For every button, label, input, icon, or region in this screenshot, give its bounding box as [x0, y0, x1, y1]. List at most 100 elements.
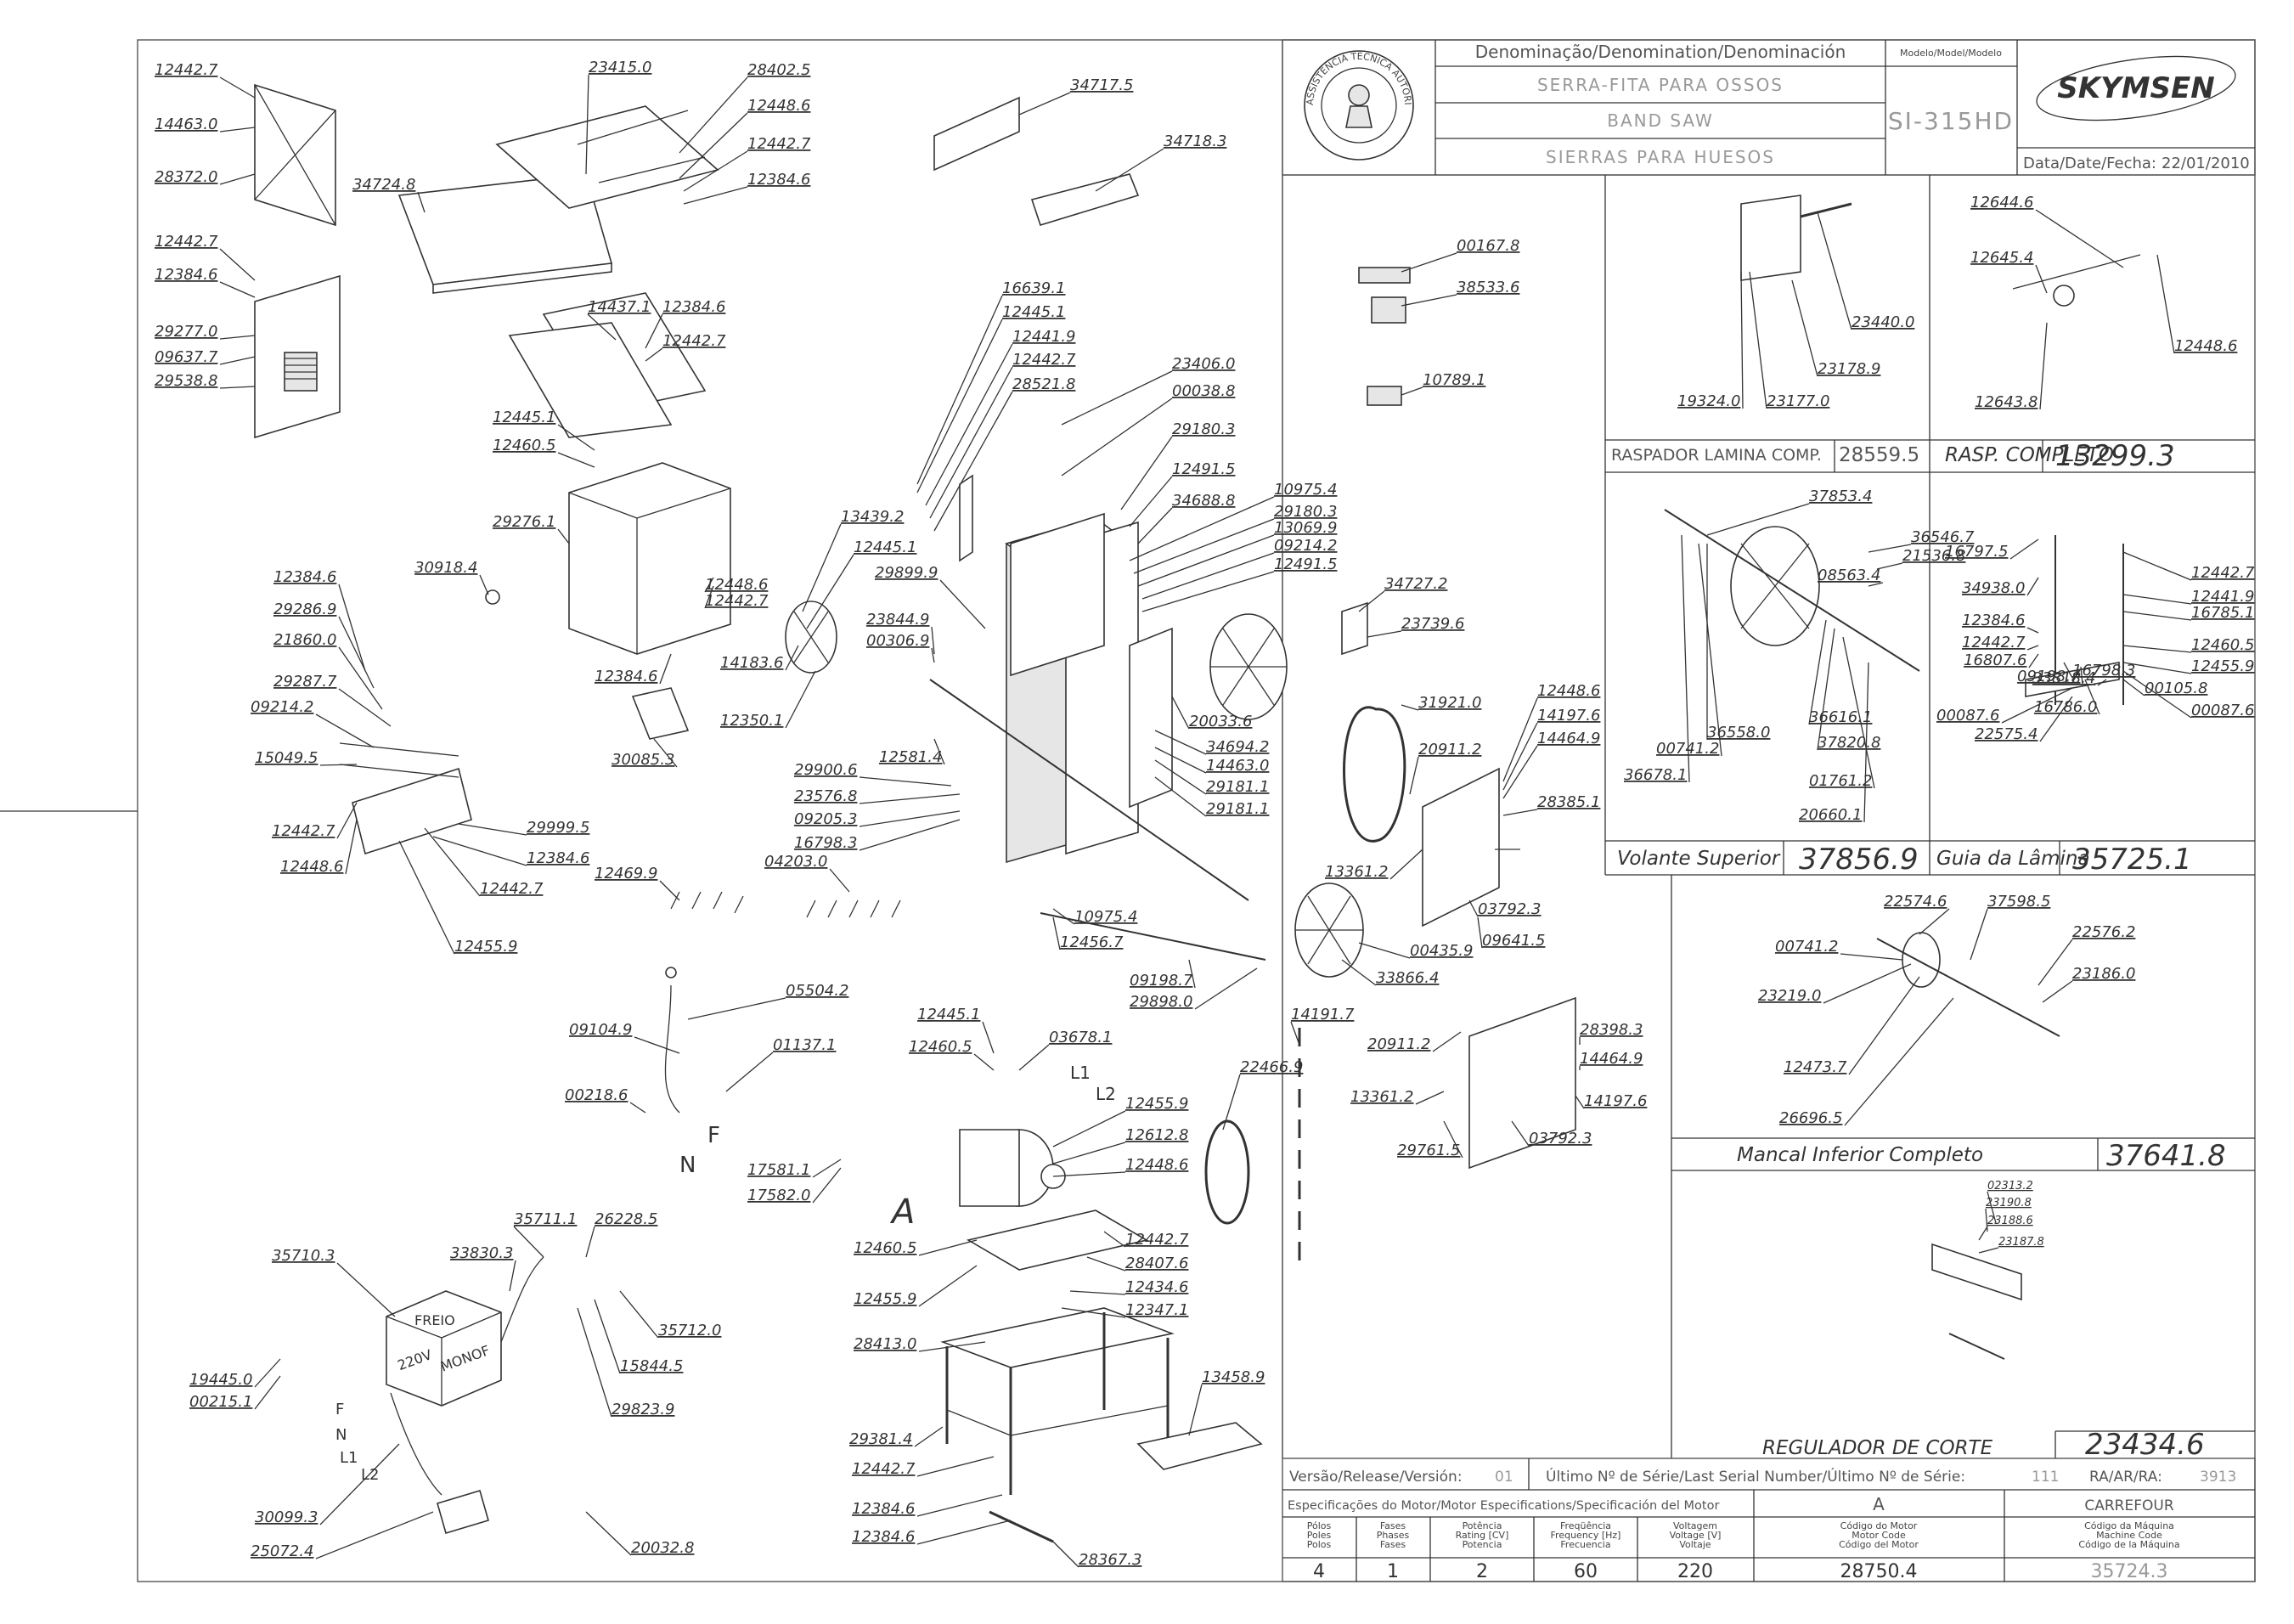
leader-line-74 — [1154, 759, 1207, 795]
name-pt: SERRA-FITA PARA OSSOS — [1537, 75, 1784, 95]
leader-line-86 — [1341, 959, 1377, 986]
ra-label: RA/AR/RA: — [2089, 1469, 2162, 1486]
part-label-3: 28372.0 — [155, 168, 217, 186]
leader-line-16 — [219, 386, 256, 389]
part-label-133: 15844.5 — [620, 1357, 683, 1375]
leader-line-100 — [1018, 1044, 1050, 1071]
leader-line-34 — [336, 802, 358, 839]
part-label-108: 14464.9 — [1580, 1050, 1643, 1068]
leader-line-46 — [1061, 398, 1173, 476]
leader-line-184 — [1844, 997, 1954, 1126]
part-label-49: 34688.8 — [1172, 492, 1235, 510]
leader-line-167 — [2097, 679, 2107, 686]
upper-small-wheel — [785, 601, 837, 674]
leader-line-35 — [345, 819, 358, 875]
leader-line-126 — [916, 1520, 1012, 1545]
leader-line-71 — [1171, 696, 1190, 730]
part-label-2: 14463.0 — [155, 116, 217, 133]
part-label-102: 12612.8 — [1125, 1126, 1188, 1144]
part-label-74: 29181.1 — [1206, 778, 1269, 796]
serial-value: 111 — [2032, 1469, 2059, 1486]
part-label-82: 13361.2 — [1325, 863, 1388, 881]
part-label-181: 23186.0 — [2072, 965, 2135, 983]
leader-line-85 — [1358, 942, 1411, 959]
belt-22466 — [1204, 1119, 1250, 1225]
part-label-92: 38533.6 — [1457, 279, 1519, 296]
leader-line-139 — [585, 1511, 632, 1556]
part-label-184: 26696.5 — [1779, 1109, 1842, 1127]
leader-line-4 — [585, 74, 589, 175]
leader-line-11 — [1095, 148, 1164, 192]
scraper-knob — [2053, 285, 2075, 307]
part-label-180: 22576.2 — [2072, 923, 2135, 941]
leader-line-2 — [219, 127, 256, 133]
part-label-160: 34938.0 — [1962, 579, 2025, 597]
part-label-119: 12434.6 — [1125, 1278, 1188, 1296]
part-label-131: 26228.5 — [595, 1210, 657, 1228]
part-label-52: 29899.9 — [875, 564, 938, 582]
part-label-67: 09214.2 — [1274, 537, 1337, 555]
leader-line-99 — [973, 1053, 995, 1071]
leader-line-103 — [1052, 1171, 1126, 1177]
leader-line-40 — [916, 295, 1003, 485]
leader-line-185 — [1987, 1191, 1997, 1224]
leader-line-56 — [785, 670, 816, 729]
volante-code: 37856.9 — [1799, 843, 1919, 877]
leader-line-69 — [1358, 590, 1385, 612]
part-label-89: 09198.7 — [1130, 972, 1193, 990]
leader-line-83 — [1468, 899, 1479, 917]
leader-line-154 — [1681, 534, 1690, 783]
part-label-158: 20660.1 — [1799, 806, 1862, 824]
leader-line-9 — [417, 191, 426, 213]
part-label-123: 29381.4 — [849, 1430, 912, 1448]
part-label-13: 12384.6 — [155, 266, 217, 284]
leader-line-50 — [802, 523, 842, 612]
part-label-182: 23219.0 — [1758, 987, 1821, 1005]
leader-line-44 — [933, 391, 1013, 532]
raspador-code: 28559.5 — [1839, 444, 1919, 466]
part-label-24: 12448.6 — [705, 576, 768, 594]
part-label-46: 00038.8 — [1172, 382, 1235, 400]
leader-line-149 — [1868, 544, 1912, 553]
leader-line-92 — [1401, 294, 1457, 307]
part-label-12: 12442.7 — [155, 233, 218, 251]
part-label-56: 12350.1 — [720, 712, 783, 730]
leader-line-29 — [338, 616, 375, 689]
part-label-66: 13069.9 — [1274, 519, 1337, 537]
leader-line-129 — [509, 1260, 516, 1292]
upper-wheel — [1209, 613, 1288, 720]
part-label-110: 14197.6 — [1584, 1092, 1647, 1110]
part-label-63: 12469.9 — [595, 865, 657, 882]
part-label-105: 14191.7 — [1291, 1006, 1355, 1023]
part-label-115: 12442.7 — [1125, 1231, 1189, 1249]
leader-line-30 — [338, 646, 383, 710]
leader-line-118 — [918, 1265, 978, 1307]
leader-line-113 — [812, 1159, 842, 1178]
part-label-75: 29181.1 — [1206, 800, 1269, 818]
leader-line-6 — [679, 112, 748, 179]
leader-line-76 — [1401, 704, 1419, 711]
part-label-173: 00087.6 — [2191, 702, 2254, 719]
guard-34718 — [1030, 173, 1140, 226]
footer-col-3-h1: Potência — [1463, 1520, 1502, 1531]
leader-line-162 — [2026, 645, 2039, 651]
part-label-1: 12442.7 — [155, 61, 218, 79]
leader-line-143 — [1749, 271, 1767, 409]
leader-line-61 — [859, 819, 961, 851]
part-label-165: 16798.3 — [2072, 662, 2135, 679]
leader-line-122 — [1188, 1384, 1203, 1436]
leader-line-169 — [2122, 594, 2192, 605]
part-label-127: 28367.3 — [1079, 1551, 1141, 1569]
wire-n: N — [335, 1426, 347, 1444]
leader-line-70 — [1367, 630, 1402, 638]
part-label-126: 12384.6 — [852, 1528, 915, 1546]
leader-line-180 — [2038, 939, 2073, 986]
footer-col-4-h1: Freqüência — [1560, 1520, 1611, 1531]
part-label-80: 14464.9 — [1537, 730, 1600, 747]
leader-line-52 — [939, 579, 986, 629]
leader-line-67 — [1141, 552, 1275, 600]
leader-line-165 — [2063, 662, 2073, 679]
part-label-146: 12448.6 — [2174, 337, 2237, 355]
leader-line-138 — [315, 1511, 434, 1559]
